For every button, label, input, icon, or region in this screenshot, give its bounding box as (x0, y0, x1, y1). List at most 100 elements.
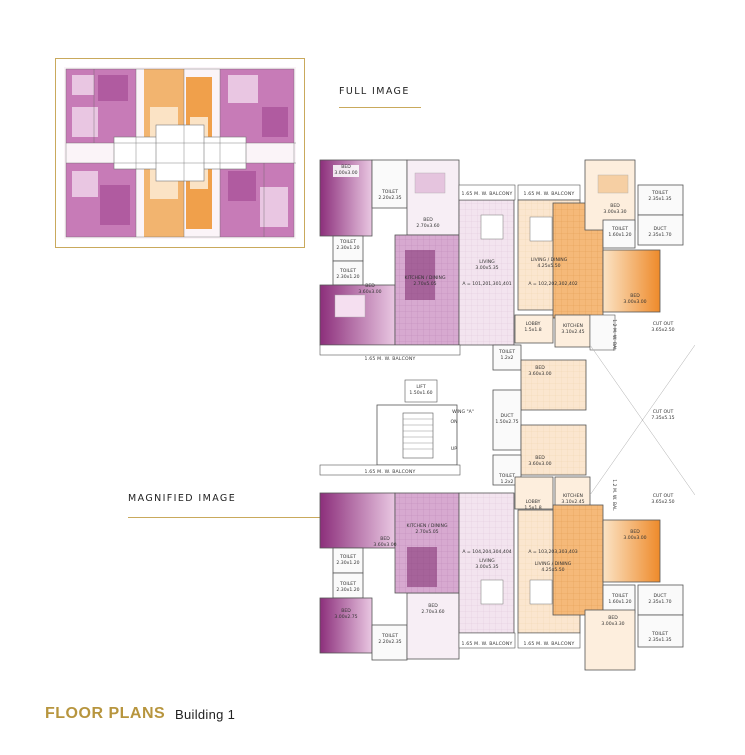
room-label: TOILET (381, 189, 398, 195)
side-balcony-label: 1.2 M. W. BAL (611, 319, 617, 351)
room-size: 2.20x2.35 (378, 195, 401, 201)
magnified-image-label: MAGNIFIED IMAGE (128, 493, 237, 504)
room-size: 2.35x1.35 (648, 196, 671, 202)
room-label: BED (341, 608, 351, 614)
room-size: 3.00x3.00 (334, 170, 357, 176)
room-label: LIVING (479, 259, 495, 265)
room-size: 1.2x2 (501, 479, 514, 485)
room-label: LIVING / DINING (531, 257, 568, 263)
room-label: KITCHEN / DINING (406, 523, 447, 529)
room-size: 1.5x1.8 (524, 327, 541, 333)
room-label: TOILET (381, 633, 398, 639)
room-size: 3.60x3.00 (528, 461, 551, 467)
room-size: 1.60x1.20 (608, 599, 631, 605)
room-size: 2.70x3.60 (416, 223, 439, 229)
room-size: 2.30x1.20 (336, 274, 359, 280)
room-size: 3.00x2.75 (334, 614, 357, 620)
room-size: 1.50x2.75 (495, 419, 518, 425)
room-label: TOILET (339, 239, 356, 245)
room-size: 1.60x1.20 (608, 232, 631, 238)
cutout-label: CUT OUT (653, 409, 674, 415)
room-label: LIVING (479, 558, 495, 564)
room-label: BED (608, 615, 618, 621)
magnified-image-rule (128, 517, 328, 518)
area-label: A = 104,204,304,404 (462, 549, 511, 555)
room-label: TOILET (651, 190, 668, 196)
floor-plan-drawing: BED 3.00x3.00 TOILET 2.20x2.35 BED 2.70x… (319, 159, 696, 671)
room-label: TOILET (498, 473, 515, 479)
room-label: BED (428, 603, 438, 609)
lift-size: 1.50x1.60 (409, 390, 432, 396)
room-label: TOILET (651, 631, 668, 637)
room-label: BED (535, 455, 545, 461)
lift-label: LIFT (416, 384, 425, 390)
room-size: 3.60x3.00 (358, 289, 381, 295)
room-size: 3.10x2.45 (561, 499, 584, 505)
room-size: 3.10x2.45 (561, 329, 584, 335)
room-label: KITCHEN (563, 493, 583, 499)
room-label: BED (423, 217, 433, 223)
room-size: 3.00x3.30 (601, 621, 624, 627)
floor-plans-title: FLOOR PLANS (45, 705, 166, 722)
room-label: BED (630, 529, 640, 535)
cutout-label: CUT OUT (653, 321, 674, 327)
cutout-label: CUT OUT (653, 493, 674, 499)
room-label: LOBBY (526, 321, 541, 327)
room-size: 2.30x1.20 (336, 587, 359, 593)
full-plan-miniature (64, 67, 296, 239)
magnified-floor-plan[interactable]: BED 3.00x3.00 TOILET 2.20x2.35 BED 2.70x… (315, 155, 696, 680)
stair-on-label: ON (450, 419, 457, 425)
room-label: KITCHEN / DINING (404, 275, 445, 281)
room-size: 3.00x3.30 (603, 209, 626, 215)
room-label: BED (341, 164, 351, 170)
room-label: BED (535, 365, 545, 371)
room-label: KITCHEN (563, 323, 583, 329)
area-label: A = 103,203,303,403 (528, 549, 577, 555)
room-label: LOBBY (526, 499, 541, 505)
full-image-label: FULL IMAGE (339, 86, 410, 97)
balcony-label: 1.65 M. W. BALCONY (461, 191, 512, 197)
building-subtitle: Building 1 (175, 707, 236, 722)
room-size: 2.20x2.35 (378, 639, 401, 645)
room-label: TOILET (339, 581, 356, 587)
room-label: DUCT (501, 413, 514, 419)
room-label: DUCT (654, 226, 667, 232)
room-size: 3.00x5.35 (475, 265, 498, 271)
stair-up-label: UP (451, 446, 457, 452)
full-image-thumbnail[interactable] (55, 58, 305, 248)
room-label: BED (630, 293, 640, 299)
balcony-label: 1.65 M. W. BALCONY (364, 469, 415, 475)
room-size: 2.35x1.70 (648, 599, 671, 605)
cutout-size: 7.35x5.15 (651, 415, 674, 421)
wing-label: WING "A" (452, 409, 474, 415)
room-size: 3.00x5.35 (475, 564, 498, 570)
room-size: 3.60x3.00 (528, 371, 551, 377)
room-label: LIVING / DINING (535, 561, 572, 567)
room-size: 2.30x1.20 (336, 245, 359, 251)
room-size: 3.60x3.00 (373, 542, 396, 548)
room-label: DUCT (654, 593, 667, 599)
room-size: 2.70x5.05 (413, 281, 436, 287)
area-label: A = 101,201,301,401 (462, 281, 511, 287)
balcony-label: 1.65 M. W. BALCONY (523, 641, 574, 647)
balcony-label: 1.65 M. W. BALCONY (523, 191, 574, 197)
room-size: 1.5x1.8 (524, 505, 541, 511)
room-label: BED (365, 283, 375, 289)
room-label: TOILET (339, 268, 356, 274)
room-label: TOILET (498, 349, 515, 355)
balcony-label: 1.65 M. W. BALCONY (364, 356, 415, 362)
room-size: 2.35x1.35 (648, 637, 671, 643)
room-size: 1.2x2 (501, 355, 514, 361)
cutout-size: 3.65x2.50 (651, 499, 674, 505)
room-size: 4.25x5.50 (541, 567, 564, 573)
room-size: 3.00x3.00 (623, 535, 646, 541)
full-image-underline (339, 107, 421, 108)
room-size: 2.35x1.70 (648, 232, 671, 238)
balcony-label: 1.65 M. W. BALCONY (461, 641, 512, 647)
room-label: BED (610, 203, 620, 209)
room-size: 4.25x5.50 (537, 263, 560, 269)
room-size: 2.30x1.20 (336, 560, 359, 566)
cutout-size: 3.65x2.50 (651, 327, 674, 333)
room-label: BED (380, 536, 390, 542)
room-size: 3.00x3.00 (623, 299, 646, 305)
